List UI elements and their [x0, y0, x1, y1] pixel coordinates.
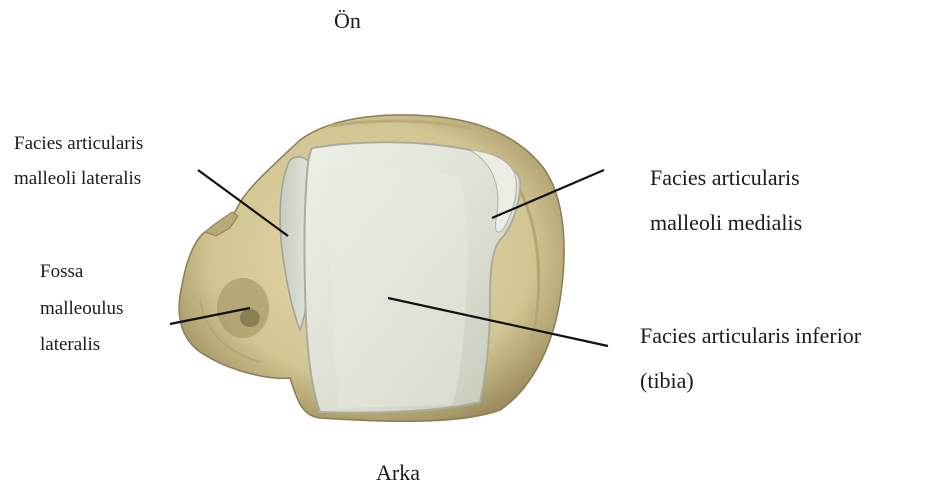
label-line: (tibia): [640, 363, 861, 398]
label-malleoli-medialis: Facies articularis malleoli medialis: [650, 160, 802, 240]
label-anterior: Ön: [334, 6, 361, 36]
fossa-pit: [240, 309, 260, 327]
label-malleoli-lateralis: Facies articularis malleoli lateralis: [14, 130, 143, 193]
label-line: Facies articularis inferior: [640, 318, 861, 353]
label-line: Facies articularis: [650, 160, 802, 195]
label-posterior: Arka: [376, 458, 420, 488]
label-line: malleoli medialis: [650, 205, 802, 240]
label-inferior: Facies articularis inferior (tibia): [640, 318, 861, 398]
label-fossa: Fossa malleoulus lateralis: [40, 258, 123, 360]
fossa-shadow: [217, 278, 269, 338]
label-line: lateralis: [40, 331, 123, 360]
label-line: Facies articularis: [14, 130, 143, 159]
label-line: malleoli lateralis: [14, 165, 143, 194]
label-line: Fossa: [40, 258, 123, 287]
cartilage-shade: [330, 168, 467, 408]
label-line: malleoulus: [40, 295, 123, 324]
